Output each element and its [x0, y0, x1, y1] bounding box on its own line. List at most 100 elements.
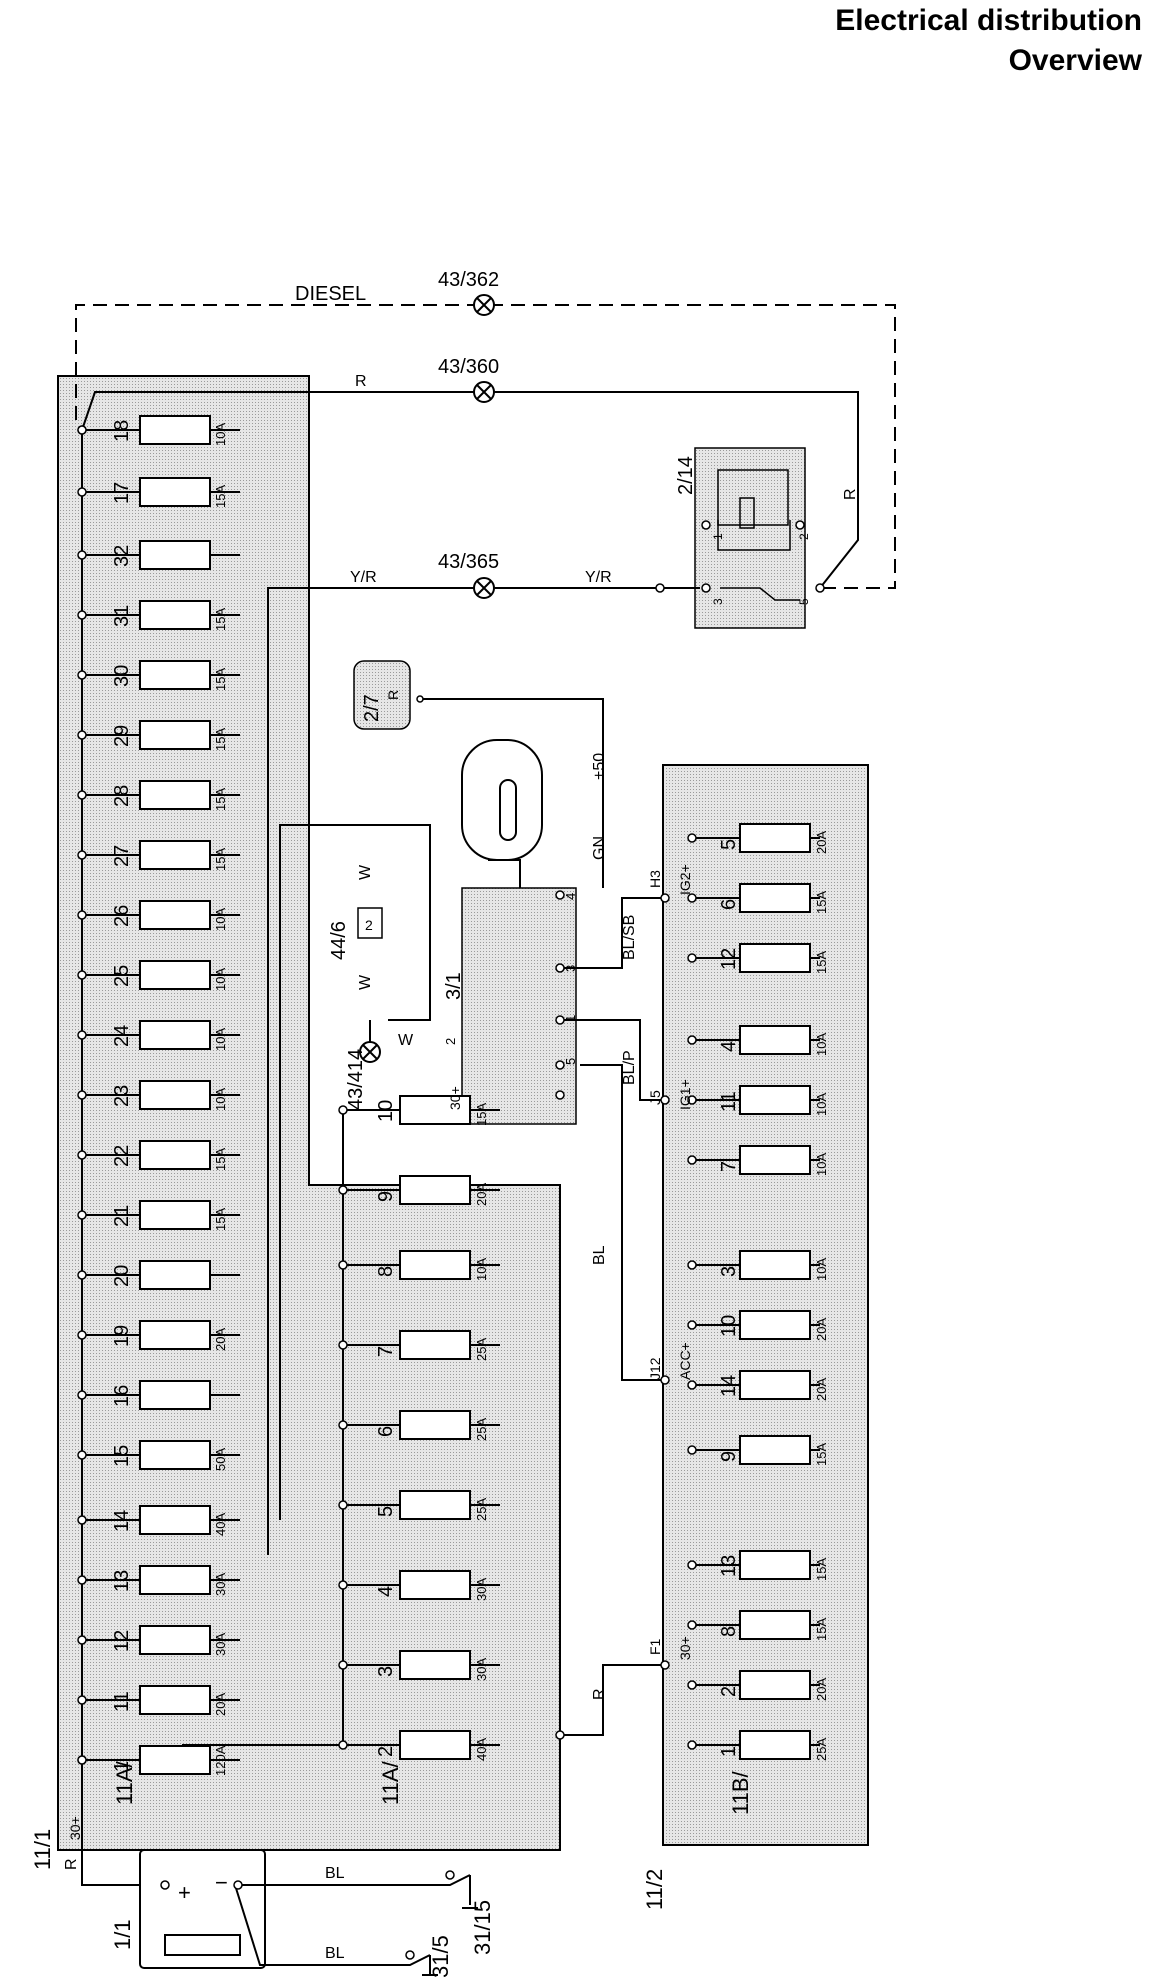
fuse-main_fuses-20: 20: [77, 1260, 240, 1290]
fuse-number: 11: [111, 1691, 133, 1712]
ign-pin-3: 3: [563, 965, 578, 972]
fuse-number: 3: [375, 1666, 397, 1677]
fuse-number: 20: [111, 1265, 133, 1287]
fuse-rating: 10A: [474, 1258, 489, 1281]
fuse-rating: 30A: [474, 1658, 489, 1681]
battery-label: 1/1: [110, 1919, 135, 1950]
wire-yr-right: Y/R: [585, 569, 612, 586]
fuse-number: 6: [718, 899, 740, 910]
wire-p50: +50: [591, 753, 608, 780]
fuse-rating: 15A: [814, 951, 829, 974]
wire-bl: BL: [591, 1245, 608, 1265]
fuse-rating: 15A: [814, 1618, 829, 1641]
fuse-number: 2: [375, 1746, 397, 1757]
page-title: Electrical distribution: [835, 4, 1142, 37]
relay-internals: [717, 469, 800, 601]
fuse-rating: 20A: [814, 1678, 829, 1701]
wires: [81, 391, 859, 1966]
fuse-number: 2: [718, 1686, 740, 1697]
box-mid-row: 11A/: [378, 1760, 403, 1805]
wire-yr-left: Y/R: [350, 569, 377, 586]
battery-plus: +: [178, 1880, 191, 1905]
wire-r-right: R: [591, 1688, 608, 1700]
fuse-number: 7: [718, 1161, 740, 1172]
wire-blsb: BL/SB: [621, 915, 638, 960]
connector-symbols: [359, 294, 495, 1063]
ground-bl-top: BL: [325, 1865, 345, 1882]
starter-r-label: R: [385, 690, 401, 700]
connector-446-label: 44/6: [328, 921, 350, 960]
feed-ig1: IG1+: [677, 1079, 693, 1110]
fuse-number: 31: [111, 605, 133, 627]
wire-r-top: R: [355, 373, 367, 390]
fuse-number: 4: [375, 1586, 397, 1597]
fuse-rating: 10A: [213, 1028, 228, 1051]
fuse-number: 21: [111, 1205, 133, 1227]
fuse-mid_fuses-3: 3 30A: [338, 1650, 500, 1681]
fuse-rating: 40A: [474, 1738, 489, 1761]
fuse-rating: 10A: [213, 968, 228, 991]
fuse-rating: 30A: [474, 1578, 489, 1601]
fuse-number: 18: [111, 420, 133, 442]
fuse-rating: 30A: [213, 1633, 228, 1656]
fuse-number: 6: [375, 1426, 397, 1437]
ground-icons: [422, 1875, 478, 1976]
relay-label: 2/14: [675, 456, 697, 495]
ignition-switch-box: [461, 887, 577, 1125]
fuse-main_fuses-12: 12 30A: [77, 1625, 240, 1656]
fuse-rating: 10A: [213, 908, 228, 931]
fuse-number: 1: [718, 1746, 740, 1757]
ign-label: 3/1: [443, 972, 465, 1000]
fuse-rating: 25A: [474, 1418, 489, 1441]
battery-icon: [139, 1849, 266, 1969]
fuse-number: 22: [111, 1145, 133, 1167]
fuse-number: 3: [718, 1266, 740, 1277]
fuse-number: 26: [111, 905, 133, 927]
fuse-number: 9: [718, 1451, 740, 1462]
relay-pin-5: 5: [797, 598, 811, 605]
junction-j5: J5: [647, 1090, 663, 1105]
fuse-main_fuses-21: 21 15A: [77, 1200, 240, 1231]
ground-bl-bottom: BL: [325, 1945, 345, 1962]
fuse-right_fuses-2: 2 20A: [687, 1670, 829, 1701]
ign-30-label: 30+: [447, 1086, 463, 1110]
ground-5-label: 31/5: [428, 1935, 453, 1978]
ignition-key: [461, 739, 543, 888]
junction-f1: F1: [647, 1638, 663, 1655]
fuse-rating: 25A: [814, 1738, 829, 1761]
fuse-rating: 15A: [814, 891, 829, 914]
ground-15-label: 31/15: [470, 1900, 495, 1955]
connector-414-icon: [359, 1041, 381, 1063]
fuse-number: 12: [111, 1630, 133, 1652]
fuse-rating: 50A: [213, 1448, 228, 1471]
connector-365-label: 43/365: [438, 551, 499, 573]
fuse-rating: 25A: [474, 1338, 489, 1361]
fuse-number: 10: [718, 1315, 740, 1337]
ign-pin-1: 1: [563, 1015, 578, 1022]
wire-w-low: W: [398, 1032, 414, 1049]
fuse-rating: 15A: [213, 1208, 228, 1231]
fuse-mid_fuses-2: 2 40A: [338, 1730, 500, 1761]
fuse-right_fuses-6: 6 15A: [687, 883, 829, 914]
fuse-number: 13: [111, 1570, 133, 1592]
